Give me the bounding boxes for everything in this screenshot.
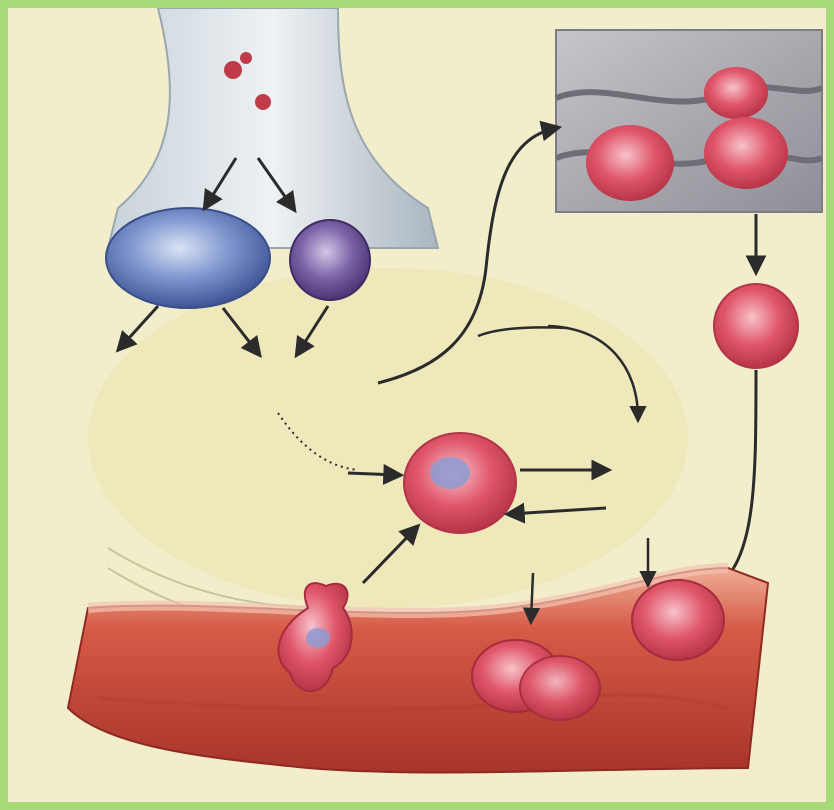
arrow-icon bbox=[348, 473, 398, 475]
diagram-canvas bbox=[8, 8, 826, 802]
cell-nucleus bbox=[430, 457, 470, 489]
purple-gland-body bbox=[290, 220, 370, 300]
granule-1 bbox=[224, 61, 242, 79]
cell-icon bbox=[632, 580, 724, 660]
cell-icon bbox=[520, 656, 600, 720]
granule-3 bbox=[255, 94, 271, 110]
right-isolated-cell bbox=[714, 284, 798, 368]
tissue-inset bbox=[556, 30, 822, 212]
cell-icon bbox=[586, 125, 674, 201]
cell-icon bbox=[704, 117, 788, 189]
cell-icon bbox=[704, 67, 768, 119]
blue-gland-body bbox=[106, 208, 270, 308]
granule-2 bbox=[240, 52, 252, 64]
